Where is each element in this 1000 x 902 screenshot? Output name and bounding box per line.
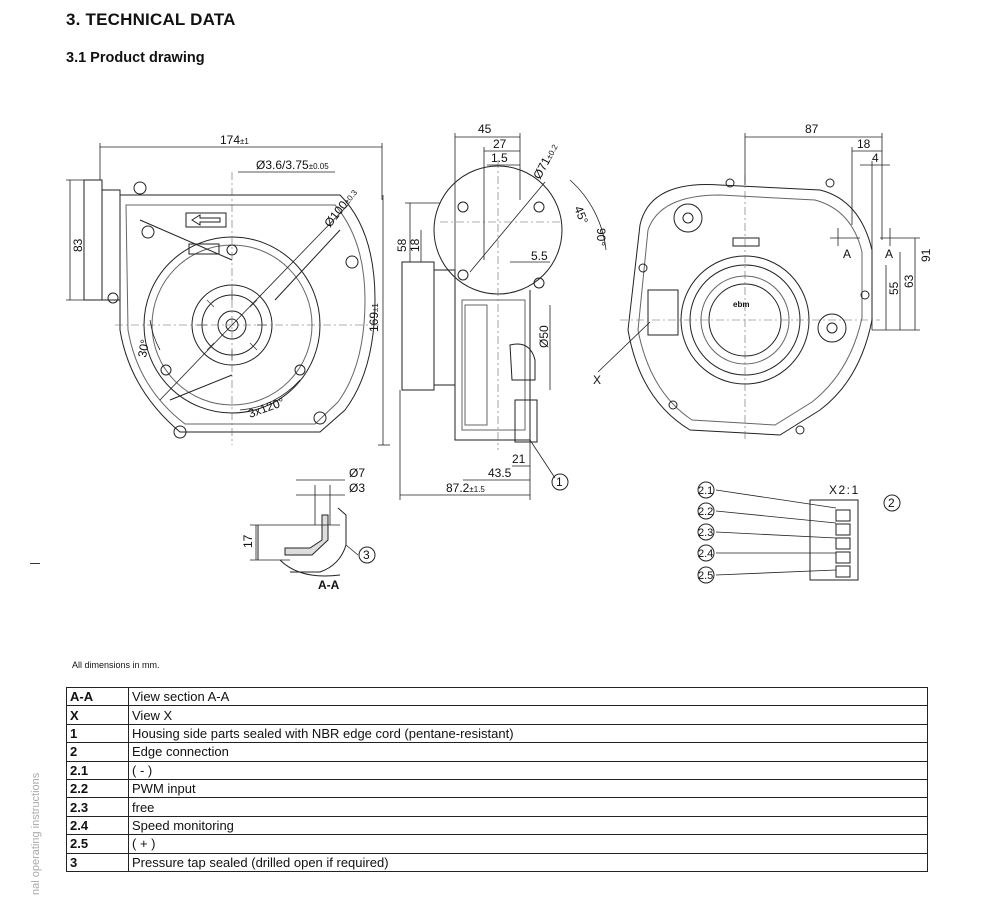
legend-key: 2.4: [66, 815, 129, 836]
legend-key: 2.1: [66, 760, 129, 780]
connector-title: X2:1: [829, 483, 860, 497]
callout-2: 2: [888, 496, 895, 510]
side-margin-text: nal operating instructions: [30, 772, 42, 895]
connector-detail: [715, 489, 859, 581]
section-label: A-A: [318, 578, 340, 592]
legend-key: 2.5: [66, 834, 129, 854]
dim-63: 63: [902, 274, 916, 288]
dim-height: 169±1: [367, 303, 381, 332]
dim-17: 17: [241, 534, 255, 548]
brand-logo: ebm: [733, 300, 749, 309]
legend-text: View X: [128, 705, 928, 725]
dim-pattern: 3x120°: [246, 395, 286, 421]
dim-21: 21: [512, 452, 526, 466]
section-mark-left: A: [843, 247, 851, 261]
pin-2-2: 2.2: [698, 506, 713, 518]
pin-2-3: 2.3: [698, 527, 713, 539]
pin-2-5: 2.5: [698, 570, 713, 582]
legend-key: A-A: [66, 686, 129, 707]
angle-90: 90°: [594, 228, 608, 246]
legend-text: ( + ): [128, 834, 928, 854]
dim-width: 174±1: [220, 133, 249, 147]
dim-circle: Ø100±0.3: [321, 185, 360, 229]
legend-key: 2.2: [66, 778, 129, 799]
dim-1-5: 1.5: [491, 151, 508, 165]
dim-rear-18: 18: [857, 137, 871, 151]
legend-text: PWM input: [128, 778, 928, 799]
dim-87-2: 87.2±1.5: [446, 481, 485, 495]
legend-text: View section A-A: [128, 686, 928, 707]
dim-d7: Ø7: [349, 466, 365, 480]
legend-row: 2.5( + ): [66, 834, 928, 854]
dim-4: 4: [872, 151, 879, 165]
section-heading: 3. TECHNICAL DATA: [66, 10, 236, 29]
rear-view: [597, 175, 880, 440]
dim-55: 55: [887, 281, 901, 295]
legend-text: Pressure tap sealed (drilled open if req…: [128, 852, 928, 872]
dim-45: 45: [478, 122, 492, 136]
dim-5-5: 5.5: [531, 249, 548, 263]
callout-3: 3: [363, 548, 370, 562]
legend-text: Edge connection: [128, 742, 928, 762]
view-x-label: X: [593, 373, 601, 387]
side-view: [401, 160, 563, 450]
pin-2-4: 2.4: [698, 548, 713, 560]
dim-58: 58: [395, 238, 409, 252]
legend-text: Housing side parts sealed with NBR edge …: [128, 723, 928, 744]
dim-27: 27: [493, 137, 507, 151]
dim-18: 18: [408, 238, 422, 252]
dim-71: Ø71±0.2: [530, 141, 561, 182]
dim-43-5: 43.5: [488, 466, 512, 480]
legend-text: Speed monitoring: [128, 815, 928, 836]
dim-hole: Ø3.6/3.75±0.05: [256, 158, 329, 172]
dim-left-height: 83: [71, 238, 85, 252]
angle-45: 45°: [571, 204, 591, 226]
legend-row: 2.1( - ): [66, 760, 928, 780]
section-view: [250, 479, 359, 577]
legend-text: ( - ): [128, 760, 928, 780]
dim-d3: Ø3: [349, 481, 365, 495]
front-view: [83, 172, 380, 445]
dim-50: Ø50: [537, 325, 551, 348]
callout-1: 1: [556, 475, 563, 489]
dimension-note: All dimensions in mm.: [72, 660, 160, 670]
pin-2-1: 2.1: [698, 485, 713, 497]
legend-key: 1: [66, 723, 129, 744]
section-mark-right: A: [885, 247, 893, 261]
legend-key: 2: [66, 742, 129, 762]
dim-87: 87: [805, 122, 819, 136]
legend-text: free: [128, 797, 928, 817]
margin-mark: [30, 563, 40, 564]
subsection-heading: 3.1 Product drawing: [66, 50, 205, 66]
dim-91: 91: [919, 248, 933, 262]
legend-key: 3: [66, 852, 129, 872]
dim-angle: 30°: [135, 338, 152, 358]
legend-key: 2.3: [66, 797, 129, 817]
legend-key: X: [66, 705, 129, 725]
product-drawing: 174±1 Ø3.6/3.75±0.05 Ø100±0.3 169±1 83 3…: [66, 122, 933, 592]
